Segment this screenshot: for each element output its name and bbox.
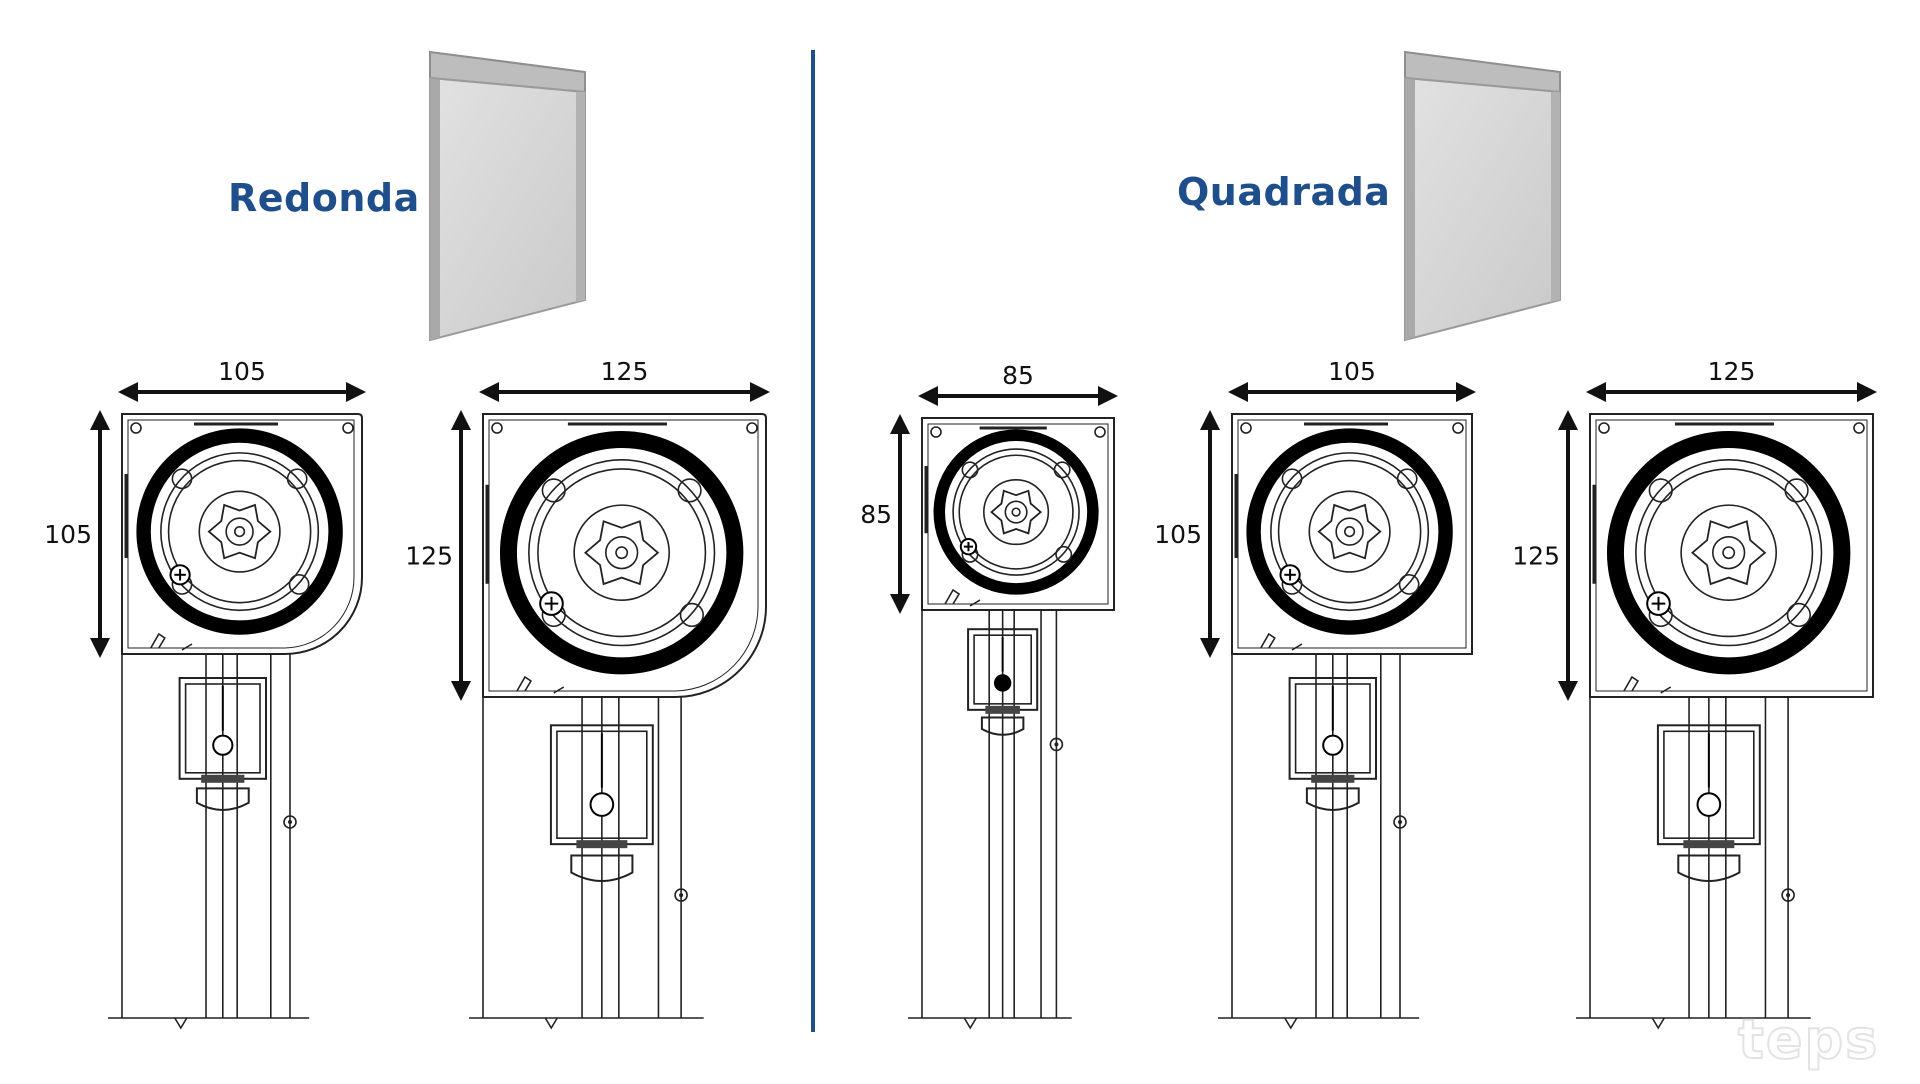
width-dimension-label-5: 125 — [1708, 357, 1756, 386]
product-image-quadrada — [1404, 50, 1561, 342]
height-dimension-label-1: 105 — [44, 520, 92, 549]
section-title-quadrada: Quadrada — [1177, 170, 1391, 214]
section-title-redonda: Redonda — [228, 176, 420, 220]
height-dimension-label-5: 125 — [1512, 542, 1560, 571]
cassette-section-1 — [108, 413, 363, 1030]
watermark-logo: teps — [1738, 1008, 1879, 1071]
width-dimension-label-4: 105 — [1328, 357, 1376, 386]
width-dimension-label-3: 85 — [1002, 361, 1034, 390]
cassette-section-4 — [1218, 413, 1473, 1030]
width-dimension-label-2: 125 — [601, 357, 649, 386]
cassette-section-5 — [1576, 413, 1874, 1030]
width-dimension-label-1: 105 — [218, 357, 266, 386]
product-image-redonda — [429, 50, 586, 342]
height-dimension-label-4: 105 — [1154, 520, 1202, 549]
cassette-section-2 — [469, 413, 767, 1030]
cassette-section-3 — [908, 417, 1115, 1030]
height-dimension-label-3: 85 — [860, 500, 892, 529]
height-dimension-label-2: 125 — [405, 542, 453, 571]
